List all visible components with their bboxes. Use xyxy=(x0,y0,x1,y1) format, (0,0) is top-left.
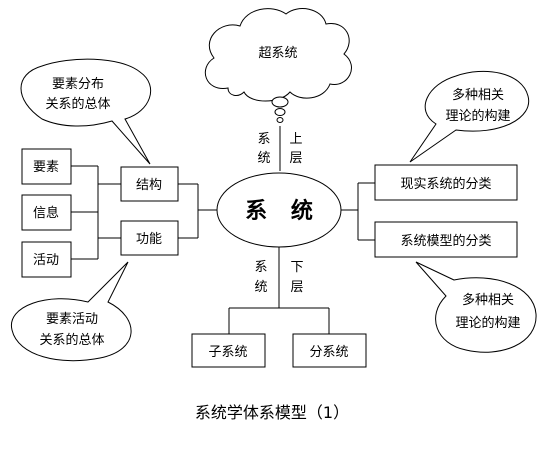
callout-bottom-left: 要素活动 关系的总体 xyxy=(11,261,132,362)
subsystem-label: 子系统 xyxy=(208,345,247,360)
subsystem-box xyxy=(191,333,266,368)
real-system-classification-label: 现实系统的分类 xyxy=(400,176,491,192)
cloud-label: 超系统 xyxy=(258,46,297,61)
callout-top-left: 要素分布 关系的总体 xyxy=(20,58,152,165)
branch-system-box xyxy=(292,333,367,368)
function-box xyxy=(120,220,179,256)
callout-bottom-left-line-2: 关系的总体 xyxy=(39,332,104,348)
lower-left-char-2: 统 xyxy=(254,280,267,295)
callout-bottom-left-line-1: 要素活动 xyxy=(46,312,98,327)
system-model-classification-label: 系统模型的分类 xyxy=(400,233,491,249)
upper-right-char-1: 上 xyxy=(289,132,302,147)
callout-bottom-right-line-1: 多种相关 xyxy=(462,292,514,308)
lower-right-char-1: 下 xyxy=(290,260,303,275)
function-label: 功能 xyxy=(136,232,162,247)
upper-left-char-1: 系 xyxy=(257,132,270,147)
structure-box xyxy=(120,166,179,202)
diagram-caption: 系统学体系模型（1） xyxy=(195,403,349,422)
activity-box xyxy=(21,241,72,278)
cloud-tail-bubble-3 xyxy=(276,117,284,123)
activity-label: 活动 xyxy=(33,253,59,268)
callout-top-left-line-2: 关系的总体 xyxy=(45,96,110,112)
cloud-tail-bubble-1 xyxy=(271,96,289,108)
center-label: 系 统 xyxy=(245,198,321,224)
structure-label: 结构 xyxy=(136,178,162,193)
lower-left-char-1: 系 xyxy=(254,260,267,275)
upper-left-char-2: 统 xyxy=(257,151,270,166)
super-system-cloud: 超系统 xyxy=(204,8,352,123)
element-box xyxy=(21,148,72,185)
callout-bottom-right: 多种相关 理论的构建 xyxy=(415,261,537,353)
information-box xyxy=(21,194,72,231)
upper-right-char-2: 层 xyxy=(289,151,302,166)
callout-bottom-right-line-2: 理论的构建 xyxy=(455,315,520,331)
callout-top-left-line-1: 要素分布 xyxy=(52,77,104,92)
element-label: 要素 xyxy=(33,160,59,175)
real-system-classification-box xyxy=(374,164,518,201)
branch-system-label: 分系统 xyxy=(309,345,348,360)
callout-top-right-line-2: 理论的构建 xyxy=(445,108,510,124)
system-model-classification-box xyxy=(374,221,518,258)
information-label: 信息 xyxy=(33,205,59,221)
callout-top-right-line-1: 多种相关 xyxy=(452,87,504,103)
callout-top-right: 多种相关 理论的构建 xyxy=(409,70,530,163)
cloud-tail-bubble-2 xyxy=(274,108,286,116)
lower-right-char-2: 层 xyxy=(290,280,303,295)
